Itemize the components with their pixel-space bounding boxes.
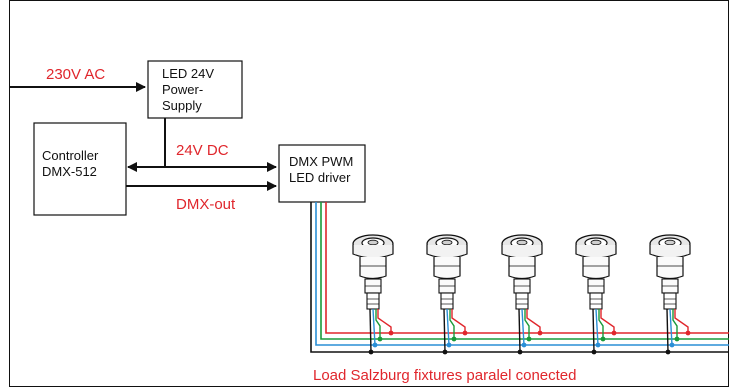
fixture-junction-dot bbox=[685, 330, 691, 336]
fixtures-group bbox=[352, 234, 691, 355]
fixture-lens-core bbox=[516, 239, 528, 246]
fixture-junction-dot bbox=[674, 336, 680, 342]
fixture-lead bbox=[524, 309, 530, 339]
fixture-gland bbox=[440, 292, 454, 310]
fixture-lead bbox=[377, 309, 392, 333]
fixture-lead bbox=[672, 309, 678, 339]
fixture-1 bbox=[352, 234, 394, 355]
fixture-junction-dot bbox=[595, 342, 601, 348]
fixture-lead bbox=[369, 308, 372, 353]
fixture-lead bbox=[595, 308, 599, 346]
fixture-lead bbox=[375, 309, 381, 339]
fixture-lead bbox=[451, 309, 466, 333]
driver-label-line1: DMX PWM bbox=[289, 154, 353, 169]
fixture-5 bbox=[649, 234, 691, 355]
fixture-lens-core bbox=[367, 239, 379, 246]
fixture-junction-dot bbox=[446, 342, 452, 348]
dmx-out-label: DMX-out bbox=[176, 196, 236, 213]
fixture-lead bbox=[372, 308, 376, 346]
wire-black-run bbox=[310, 202, 729, 353]
psu-label-line1: LED 24V bbox=[162, 66, 214, 81]
fixture-junction-dot bbox=[600, 336, 606, 342]
fixture-junction-dot bbox=[665, 349, 671, 355]
fixture-lead bbox=[674, 309, 689, 333]
led-driver-box bbox=[278, 144, 366, 203]
fixture-junction-dot bbox=[372, 342, 378, 348]
fixture-3 bbox=[501, 234, 543, 355]
fixture-lens-core bbox=[441, 239, 453, 246]
fixture-lead bbox=[449, 309, 455, 339]
fixture-housing bbox=[359, 257, 387, 280]
fixture-housing bbox=[508, 257, 536, 280]
fixture-junction-dot bbox=[521, 342, 527, 348]
fixture-gland bbox=[663, 292, 677, 310]
fixture-lead bbox=[592, 308, 595, 353]
psu-label-line2: Power- bbox=[162, 82, 203, 97]
fixture-housing bbox=[582, 257, 610, 280]
fixture-lens-core bbox=[590, 239, 602, 246]
controller-box bbox=[33, 122, 127, 216]
fixture-junction-dot bbox=[526, 336, 532, 342]
fixture-junction-dot bbox=[537, 330, 543, 336]
fixture-gland bbox=[589, 292, 603, 310]
controller-label-line1: Controller bbox=[42, 148, 99, 163]
fixture-2 bbox=[426, 234, 468, 355]
fixture-4 bbox=[575, 234, 617, 355]
fixture-junction-dot bbox=[377, 336, 383, 342]
fixture-housing bbox=[433, 257, 461, 280]
fixture-lead bbox=[526, 309, 541, 333]
fixture-gland bbox=[515, 292, 529, 310]
fixture-flange bbox=[575, 245, 617, 259]
fixture-lead bbox=[600, 309, 615, 333]
wire-red-run bbox=[325, 202, 729, 334]
wire-blue-run bbox=[315, 202, 729, 346]
driver-label-line2: LED driver bbox=[289, 170, 351, 185]
fixture-junction-dot bbox=[591, 349, 597, 355]
fixture-lead bbox=[521, 308, 525, 346]
fixture-lens-core bbox=[664, 239, 676, 246]
fixture-lead bbox=[598, 309, 604, 339]
controller-label-line2: DMX-512 bbox=[42, 164, 97, 179]
fixture-housing bbox=[656, 257, 684, 280]
fixture-junction-dot bbox=[517, 349, 523, 355]
fixture-gland bbox=[366, 292, 380, 310]
fixture-junction-dot bbox=[462, 330, 468, 336]
fixture-junction-dot bbox=[442, 349, 448, 355]
fixture-lead bbox=[666, 308, 669, 353]
caption: Load Salzburg fixtures paralel conected bbox=[313, 367, 577, 384]
fixture-junction-dot bbox=[451, 336, 457, 342]
fixture-junction-dot bbox=[368, 349, 374, 355]
fixture-flange bbox=[501, 245, 543, 259]
fixture-flange bbox=[426, 245, 468, 259]
fixture-flange bbox=[352, 245, 394, 259]
fixture-junction-dot bbox=[669, 342, 675, 348]
ac-input-label: 230V AC bbox=[46, 66, 105, 83]
fixture-junction-dot bbox=[611, 330, 617, 336]
fixture-lead bbox=[443, 308, 446, 353]
fixture-flange bbox=[649, 245, 691, 259]
psu-label-line3: Supply bbox=[162, 98, 202, 113]
fixture-junction-dot bbox=[388, 330, 394, 336]
fixture-lead bbox=[669, 308, 673, 346]
power-supply-box bbox=[147, 60, 243, 119]
fixture-lead bbox=[446, 308, 450, 346]
dc-label: 24V DC bbox=[176, 142, 229, 159]
fixture-lead bbox=[518, 308, 521, 353]
